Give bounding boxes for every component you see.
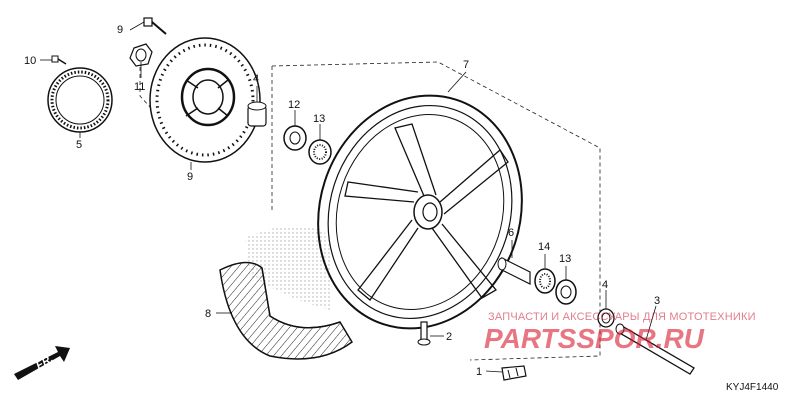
callout-14-upper: 13 — [313, 113, 325, 125]
callout-12: 11 — [134, 81, 145, 93]
callout-13-lower: 13 — [559, 253, 571, 265]
wheel-rim — [317, 94, 523, 330]
callout-5: 5 — [76, 139, 82, 151]
callout-1: 1 — [476, 366, 482, 378]
air-valve — [417, 321, 431, 346]
watermark-logo: PARTSSPOR.RU — [484, 323, 705, 354]
dust-seal-right — [555, 279, 577, 305]
tire-ghost-shading — [245, 225, 330, 310]
callout-8: 8 — [205, 308, 211, 320]
tire — [219, 261, 353, 360]
callout-2: 2 — [446, 331, 452, 343]
callout-4-lower: 4 — [602, 279, 608, 291]
diagram-code: KYJ4F1440 — [726, 382, 779, 393]
spacer-upper — [247, 101, 267, 127]
callout-7: 7 — [463, 59, 469, 71]
disc-bolt — [143, 17, 167, 35]
dust-seal-left — [283, 125, 307, 151]
watermark: ЗАПЧАСТИ И АКСЕССУАРЫ ДЛЯ МОТОТЕХНИКИ PA… — [484, 311, 756, 354]
assembly-outline — [139, 60, 601, 361]
disc-nut — [129, 43, 153, 67]
distance-collar — [497, 257, 531, 285]
bearing-left — [308, 139, 332, 165]
callout-14-lower: 14 — [538, 241, 550, 253]
callout-3: 3 — [654, 295, 660, 307]
brake-disc — [149, 37, 261, 163]
bearing-right — [534, 268, 556, 294]
front-axle — [615, 323, 695, 375]
front-direction-arrow: FR. — [14, 346, 70, 380]
callout-6: 6 — [508, 227, 514, 239]
balance-weight — [501, 365, 527, 381]
callout-13-upper: 12 — [288, 99, 300, 111]
callout-9: 9 — [187, 171, 193, 183]
leader-lines — [40, 21, 657, 373]
pulser-ring — [47, 67, 113, 133]
pulser-screw — [51, 55, 67, 65]
callouts: 9 10 11 5 9 4 12 13 7 8 6 14 13 4 3 2 1 — [24, 24, 660, 378]
watermark-tagline: ЗАПЧАСТИ И АКСЕССУАРЫ ДЛЯ МОТОТЕХНИКИ — [488, 311, 756, 323]
callout-4-upper: 4 — [253, 73, 259, 85]
callout-11: 10 — [24, 55, 36, 67]
callout-10: 9 — [117, 24, 123, 36]
